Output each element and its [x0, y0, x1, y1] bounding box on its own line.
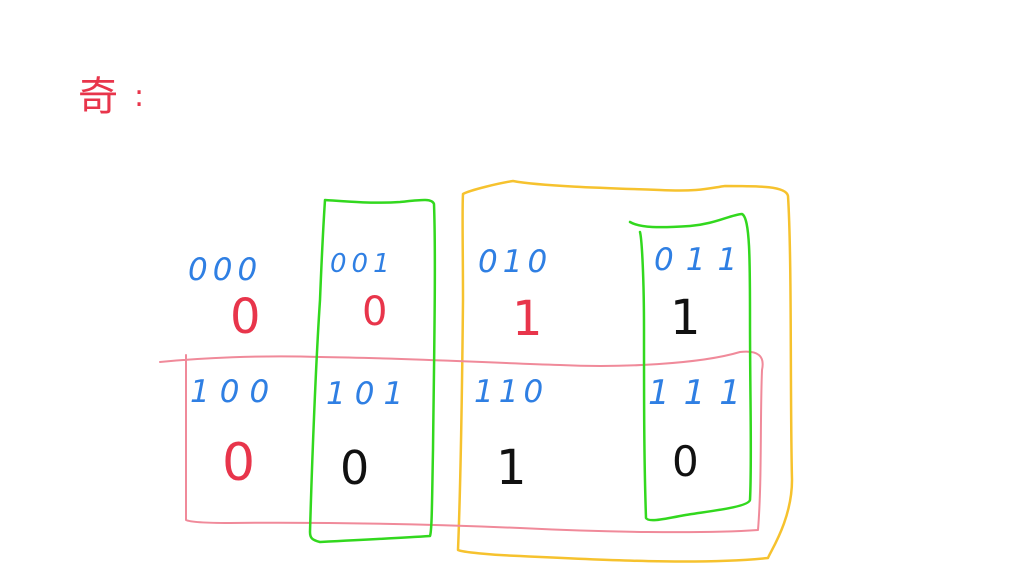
cell-value-111: 0 [672, 437, 699, 486]
cell-code-010: 010 [478, 244, 552, 280]
group-outline-green-left [308, 198, 437, 544]
cell-value-001: 0 [362, 289, 387, 335]
cell-code-001: 001 [330, 249, 395, 279]
group-outline-yellow [456, 179, 794, 563]
cell-value-100: 0 [222, 433, 255, 493]
cell-code-101: 101 [326, 376, 412, 412]
cell-code-111: 111 [648, 373, 755, 413]
cell-code-100: 100 [190, 374, 279, 410]
cell-value-101: 0 [340, 441, 369, 495]
cell-value-000: 0 [230, 289, 261, 345]
cell-code-011: 011 [654, 242, 749, 278]
cell-code-110: 110 [474, 374, 548, 410]
cell-value-010: 1 [512, 291, 543, 347]
title-character: 奇 [78, 74, 118, 120]
group-outline-pink [159, 350, 764, 534]
cell-value-110: 1 [496, 440, 527, 496]
cell-code-000: 000 [188, 252, 262, 288]
group-outline-green-right [628, 212, 753, 522]
title-separator: : [134, 79, 144, 114]
cell-value-011: 1 [670, 290, 701, 346]
